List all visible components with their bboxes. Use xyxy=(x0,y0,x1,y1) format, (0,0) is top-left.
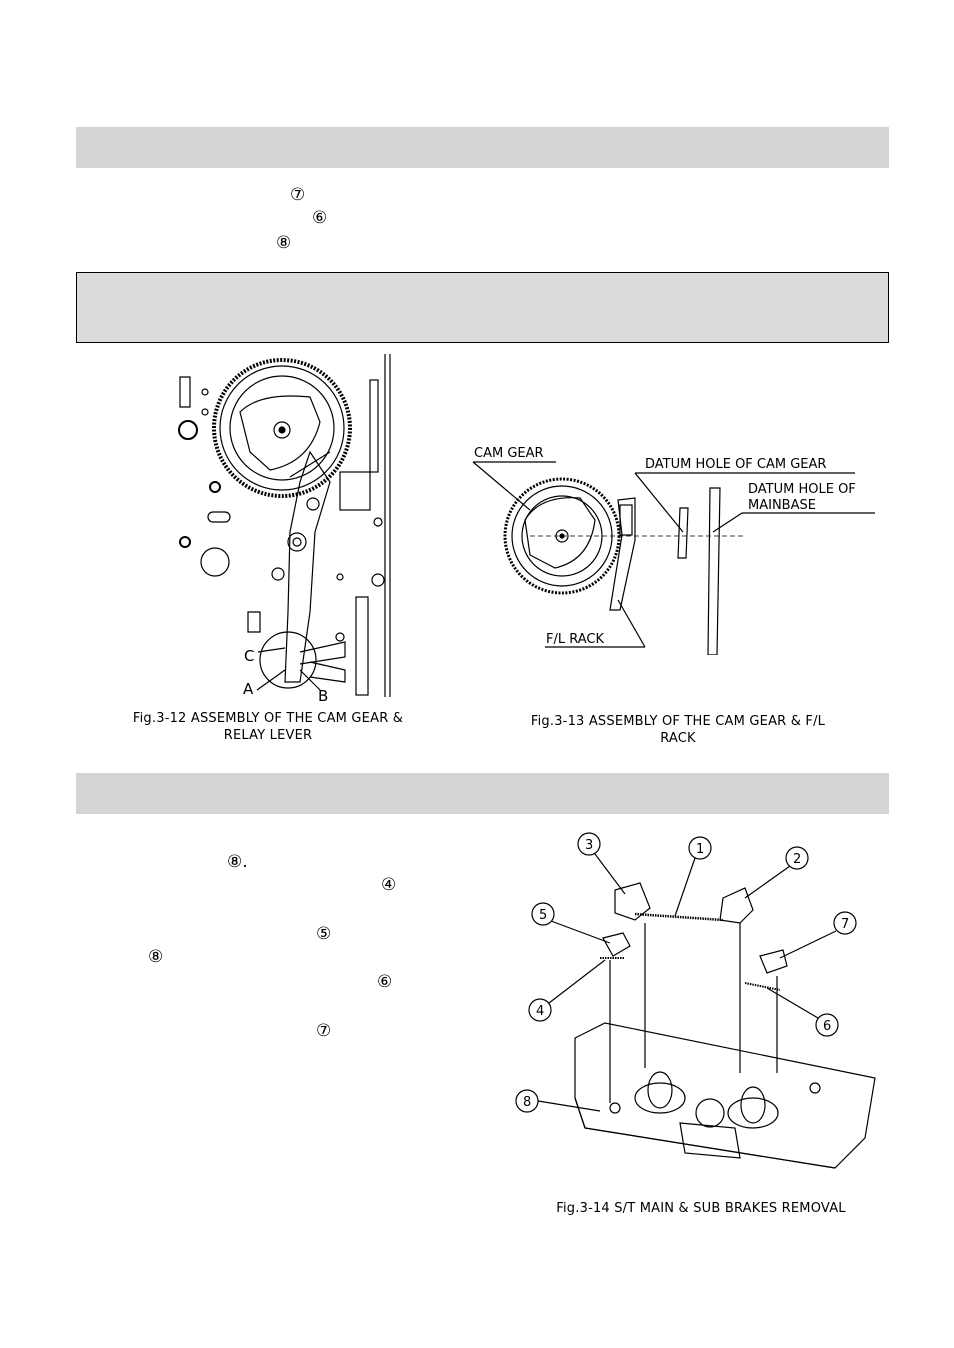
callout-2: 2 xyxy=(793,852,801,867)
label-a: A xyxy=(243,680,254,698)
datum-cam-gear-label: DATUM HOLE OF CAM GEAR xyxy=(645,457,826,472)
callout-1: 1 xyxy=(696,842,704,857)
fig-3-13-drawing: CAM GEAR DATUM HOLE OF CAM GEAR DATUM HO… xyxy=(472,446,875,655)
step-marker-7b: ⑦ xyxy=(316,1021,332,1041)
step-marker-4: ④ xyxy=(381,875,397,895)
callout-8: 8 xyxy=(523,1095,531,1110)
callout-4: 4 xyxy=(536,1004,544,1019)
fig-3-13-caption-line2: RACK xyxy=(660,731,696,746)
datum-mainbase-label-1: DATUM HOLE OF xyxy=(748,482,856,497)
section-header-bar-2 xyxy=(76,773,889,814)
fig-3-14-caption: Fig.3-14 S/T MAIN & SUB BRAKES REMOVAL xyxy=(556,1201,846,1216)
section-header-bar-1 xyxy=(76,127,889,168)
step-marker-6b: ⑥ xyxy=(377,972,393,992)
fig-3-12-caption: Fig.3-12 ASSEMBLY OF THE CAM GEAR & RELA… xyxy=(100,710,436,744)
fig-3-12-drawing: C A B xyxy=(178,354,391,702)
fig-3-12-caption-line2: RELAY LEVER xyxy=(223,728,313,743)
step-marker-8b: ⑧ xyxy=(148,947,164,967)
fl-rack-label: F/L RACK xyxy=(546,632,604,647)
callout-5: 5 xyxy=(539,908,547,923)
fig-3-13-caption: Fig.3-13 ASSEMBLY OF THE CAM GEAR & F/L … xyxy=(497,713,859,747)
step-marker-7: ⑦ xyxy=(290,185,306,205)
step-marker-5: ⑤ xyxy=(316,924,332,944)
fig-3-12-caption-line1: Fig.3-12 ASSEMBLY OF THE CAM GEAR & xyxy=(132,711,404,726)
callout-7: 7 xyxy=(841,917,849,932)
fig-3-13-caption-line1: Fig.3-13 ASSEMBLY OF THE CAM GEAR & F/L xyxy=(530,714,826,729)
step-marker-8a: ⑧. xyxy=(227,852,248,872)
callout-6: 6 xyxy=(823,1019,831,1034)
callout-3: 3 xyxy=(585,838,593,853)
label-b: B xyxy=(318,687,328,702)
cam-gear-label: CAM GEAR xyxy=(474,446,544,461)
label-c: C xyxy=(244,647,254,665)
step-marker-8: ⑧ xyxy=(276,233,292,253)
datum-mainbase-label-2: MAINBASE xyxy=(748,498,816,513)
step-marker-6: ⑥ xyxy=(312,208,328,228)
fig-3-14-drawing: 3 1 2 5 7 4 6 8 xyxy=(515,832,876,1169)
note-box xyxy=(76,272,889,343)
